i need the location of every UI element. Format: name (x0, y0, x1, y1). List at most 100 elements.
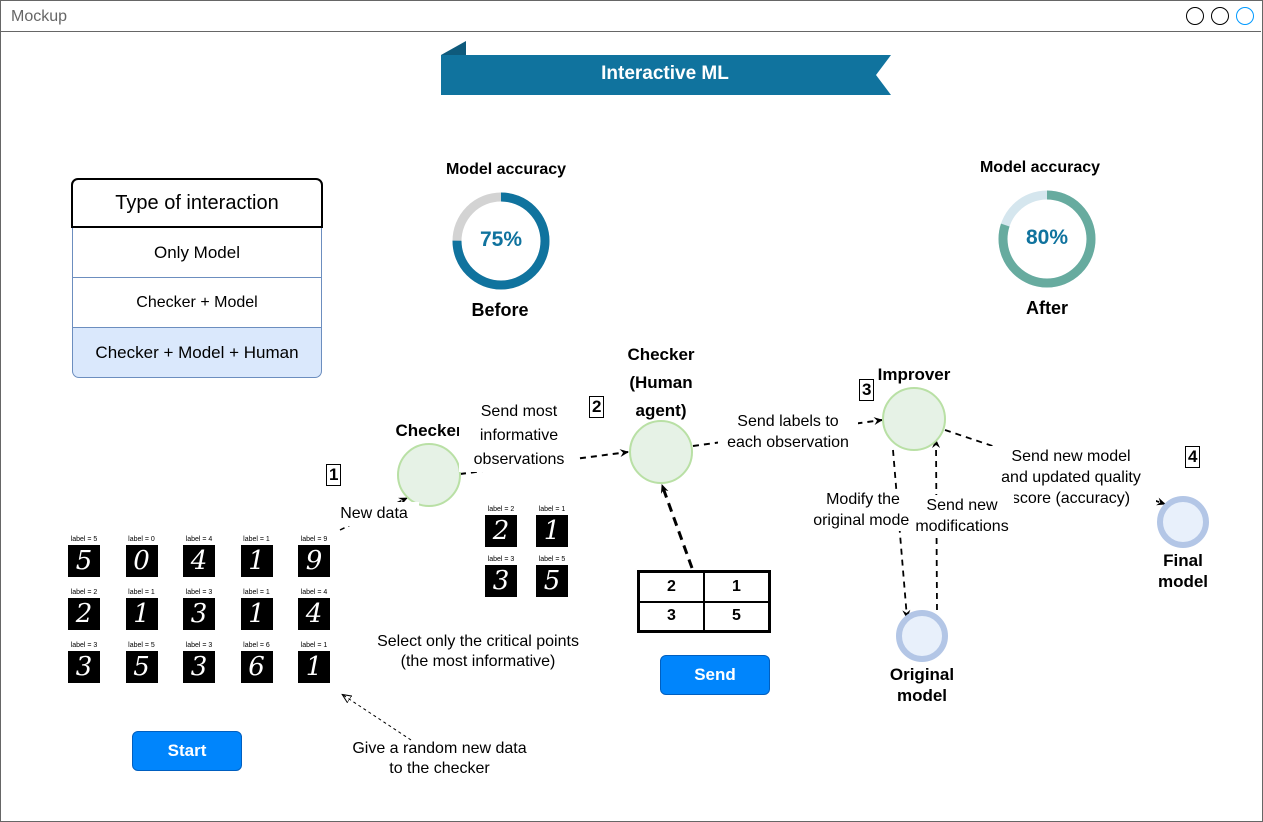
select-critical-line-1: Select only the critical points (377, 633, 579, 650)
digit-label: label = 2 (70, 589, 98, 596)
send-informative-label: Send most informative observations (459, 400, 579, 472)
digit-glyph: 5 (133, 652, 150, 682)
edge-random-data (343, 695, 412, 741)
original-model-node[interactable] (896, 610, 948, 662)
send-new-model-line-1: Send new model (1011, 448, 1131, 465)
send-button[interactable]: Send (660, 655, 770, 695)
window-title: Mockup (11, 8, 68, 25)
digit-glyph: 4 (305, 599, 323, 629)
digit-glyph: 0 (133, 546, 150, 576)
send-modifications-line-1: Send new (926, 497, 998, 514)
checker-node[interactable] (397, 443, 461, 507)
select-critical-line-2: (the most informative) (400, 653, 556, 670)
random-data-line-1: Give a random new data (352, 740, 527, 757)
digit-image: 4 (298, 598, 330, 630)
final-model-label: Final model (1133, 550, 1233, 592)
digit-glyph: 2 (75, 599, 93, 629)
human-checker-label: Checker (Human agent) (611, 341, 711, 425)
send-labels-line-1: Send labels to (737, 413, 839, 430)
digit-image: 1 (240, 598, 273, 630)
digit-image: 5 (68, 545, 100, 577)
digit-label: label = 5 (70, 536, 98, 543)
digit-glyph: 3 (190, 599, 208, 629)
digit-label: label = 6 (243, 642, 270, 649)
checker-label: Checker (395, 421, 463, 440)
improver-node[interactable] (882, 387, 946, 451)
send-informative-line-2: informative (479, 427, 559, 444)
digit-glyph: 2 (492, 516, 510, 546)
interaction-type-table: Type of interaction Only Model Checker +… (71, 178, 323, 378)
label-entry-grid: 2 1 3 5 (637, 570, 771, 633)
label-cell[interactable]: 3 (639, 601, 704, 631)
digit-image: 2 (485, 515, 517, 547)
digit-label: label = 1 (300, 642, 328, 649)
modify-original-label: Modify the original model (808, 489, 918, 531)
digit-glyph: 6 (248, 652, 265, 682)
digit-glyph: 9 (305, 546, 323, 576)
step-2-marker: 2 (589, 396, 605, 418)
banner-title: Interactive ML (601, 63, 729, 84)
digit-label: label = 2 (487, 506, 515, 513)
accuracy-after-title: Model accuracy (979, 159, 1101, 176)
digit-image: 6 (240, 651, 273, 683)
maximize-button[interactable] (1211, 7, 1229, 25)
digit-label: label = 0 (128, 536, 155, 543)
edge-send-new-model (944, 429, 1166, 506)
send-informative-line-3: observations (473, 451, 565, 468)
digit-label: label = 5 (538, 556, 566, 563)
accuracy-after-gauge (998, 190, 1096, 288)
digit-image: 1 (298, 651, 330, 683)
title-bar: Mockup (1, 1, 1261, 32)
digit-glyph: 4 (190, 546, 208, 576)
accuracy-after-caption: After (1025, 298, 1068, 318)
human-checker-label-line-3: agent) (635, 401, 687, 420)
digit-label: label = 4 (300, 589, 328, 596)
option-only-model[interactable]: Only Model (72, 228, 322, 278)
option-checker-model[interactable]: Checker + Model (72, 278, 322, 328)
send-labels-line-2: each observation (727, 434, 849, 451)
original-model-label-line-1: Original (889, 665, 955, 684)
digit-label: label = 3 (487, 556, 515, 563)
digit-image: 4 (183, 545, 215, 577)
digit-image: 5 (536, 565, 568, 597)
label-cell[interactable]: 5 (704, 601, 769, 631)
digit-label: label = 1 (243, 536, 270, 543)
start-button[interactable]: Start (132, 731, 242, 771)
minimize-button[interactable] (1186, 7, 1204, 25)
digit-image: 1 (536, 515, 568, 547)
digit-image: 3 (485, 565, 517, 597)
final-model-node[interactable] (1157, 496, 1209, 548)
digit-label: label = 3 (185, 589, 213, 596)
digit-image: 5 (125, 651, 158, 683)
close-button[interactable] (1236, 7, 1254, 25)
final-model-label-line-1: Final (1163, 551, 1203, 570)
digit-glyph: 3 (75, 652, 93, 682)
digit-glyph: 1 (133, 599, 150, 629)
digit-image: 3 (68, 651, 100, 683)
edge-labels-to-human (660, 484, 694, 569)
digit-label: label = 4 (185, 536, 213, 543)
final-model-label-line-2: model (1157, 572, 1209, 591)
human-checker-node[interactable] (629, 420, 693, 484)
option-checker-model-human[interactable]: Checker + Model + Human (72, 328, 322, 378)
label-cell[interactable]: 1 (704, 572, 769, 602)
label-cell[interactable]: 2 (639, 572, 704, 602)
accuracy-before-value: 75% (479, 228, 523, 251)
modify-original-line-1: Modify the (826, 491, 900, 508)
step-4-marker: 4 (1185, 446, 1201, 468)
digit-label: label = 1 (128, 589, 155, 596)
improver-label: Improver (877, 365, 951, 384)
random-data-label: Give a random new data to the checker (332, 739, 547, 779)
digit-label: label = 1 (243, 589, 270, 596)
human-checker-label-line-1: Checker (627, 345, 695, 364)
select-critical-label: Select only the critical points (the mos… (358, 632, 598, 672)
step-1-marker: 1 (326, 464, 342, 486)
digit-glyph: 1 (248, 546, 265, 576)
send-new-model-line-3: score (accuracy) (1011, 490, 1131, 507)
human-checker-label-line-2: (Human (629, 373, 693, 392)
digit-glyph: 1 (248, 599, 265, 629)
digit-glyph: 1 (305, 652, 323, 682)
digit-label: label = 9 (300, 536, 328, 543)
digit-image: 1 (125, 598, 158, 630)
modify-original-line-2: original model (813, 512, 913, 529)
